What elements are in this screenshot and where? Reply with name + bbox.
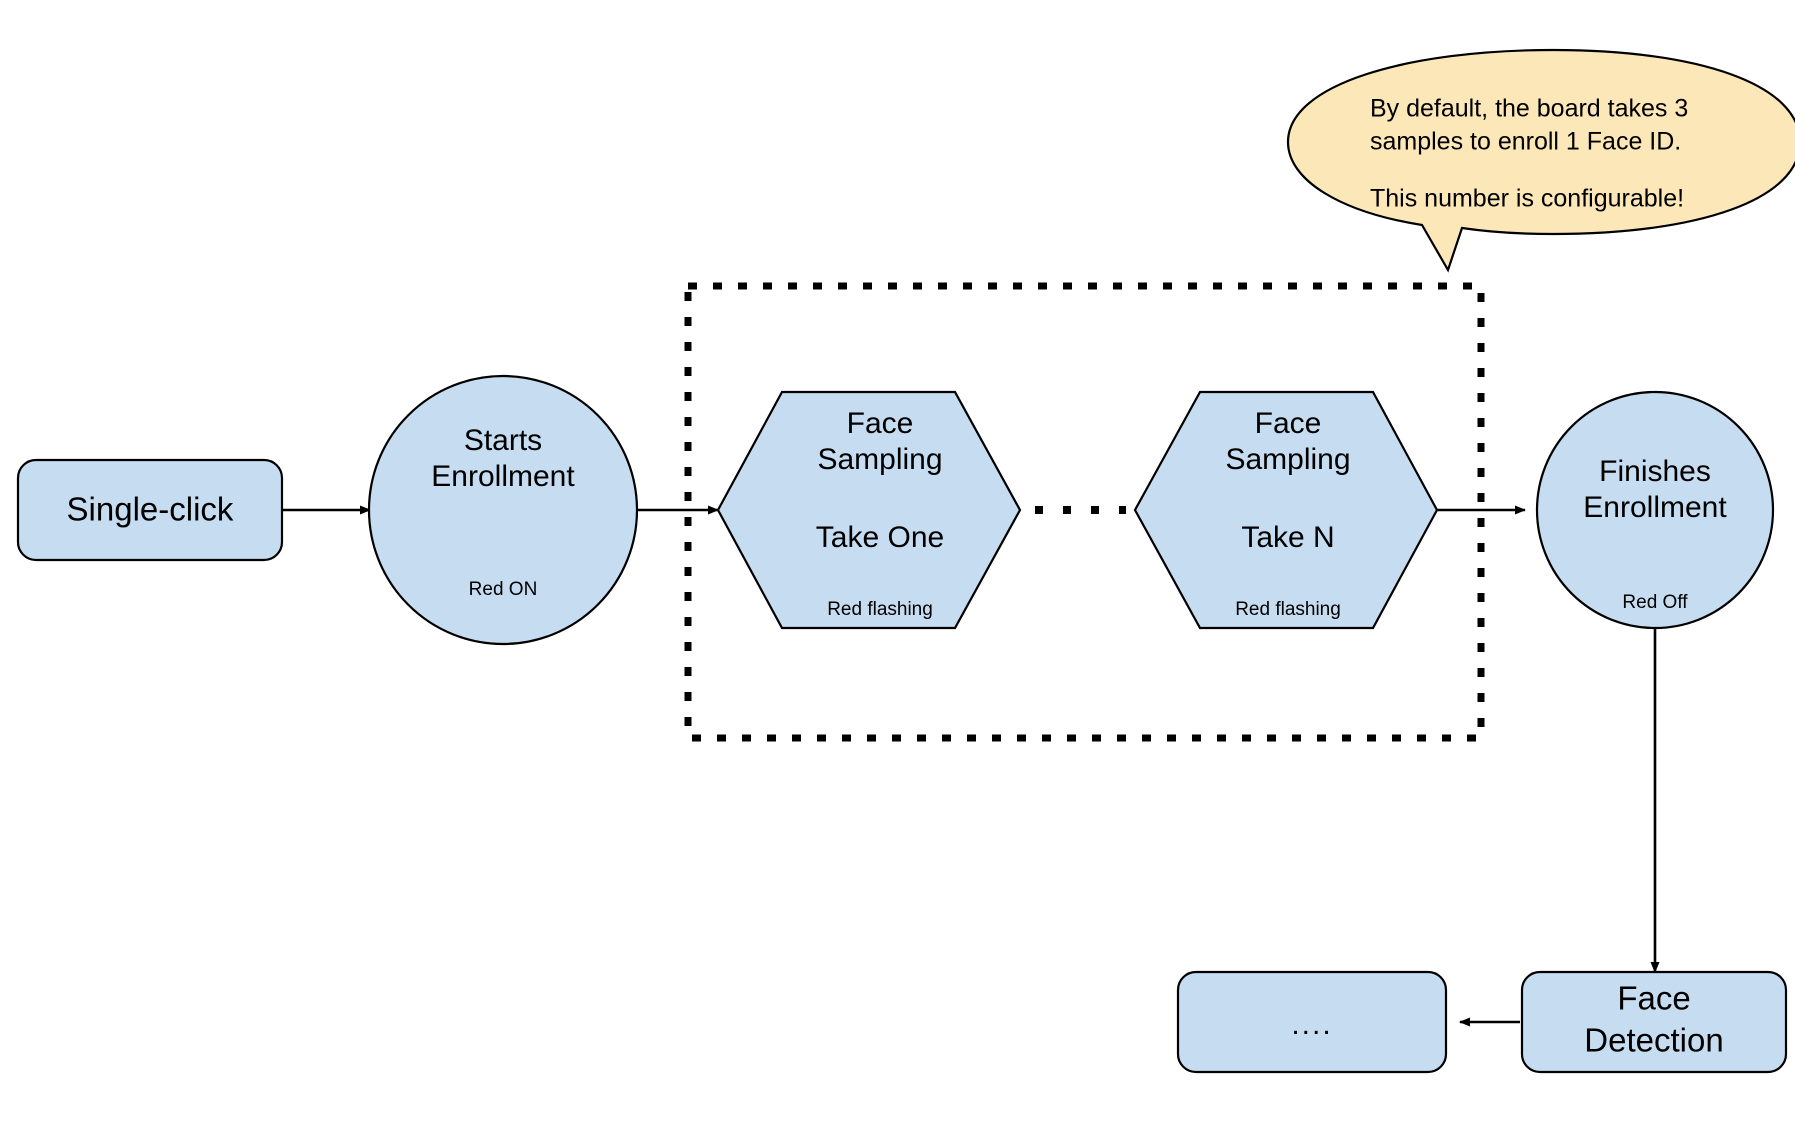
starts-enrollment-label-line1: Starts [464,424,542,457]
node-face-sampling-take-one[interactable]: Face Sampling Take One Red flashing [716,390,1022,630]
face-detection-label-line1: Face [1617,980,1690,1017]
single-click-shape [16,458,284,562]
callout-note: By default, the board takes 3 samples to… [1286,48,1795,273]
face-sampling-n-label-line1: Face [1255,407,1322,440]
finishes-enrollment-shape [1535,390,1775,630]
continuation-label: .... [1291,1008,1332,1041]
callout-line-2: samples to enroll 1 Face ID. [1370,128,1681,156]
single-click-label: Single-click [67,491,234,528]
face-sampling-n-take-label: Take N [1241,521,1334,554]
finishes-enrollment-label-line2: Enrollment [1583,491,1727,524]
face-sampling-one-status: Red flashing [827,599,933,620]
node-single-click[interactable]: Single-click [16,458,284,562]
face-sampling-one-take-label: Take One [816,521,944,554]
face-sampling-n-shape [1133,390,1439,630]
node-finishes-enrollment[interactable]: Finishes Enrollment Red Off [1535,390,1775,630]
callout-line-3: This number is configurable! [1370,185,1684,213]
face-sampling-n-label-line2: Sampling [1225,443,1350,476]
starts-enrollment-shape [367,374,639,646]
continuation-shape [1176,970,1448,1074]
face-sampling-one-label-line2: Sampling [817,443,942,476]
finishes-enrollment-label-line1: Finishes [1599,455,1711,488]
callout-bubble-shape [1286,48,1795,273]
face-sampling-n-status: Red flashing [1235,599,1341,620]
node-continuation[interactable]: .... [1176,970,1448,1074]
starts-enrollment-label-line2: Enrollment [431,460,575,493]
face-sampling-one-shape [716,390,1022,630]
face-sampling-one-label-line1: Face [847,407,914,440]
finishes-enrollment-status: Red Off [1622,592,1688,613]
node-face-sampling-take-n[interactable]: Face Sampling Take N Red flashing [1133,390,1439,630]
starts-enrollment-status: Red ON [469,579,538,600]
callout-line-1: By default, the board takes 3 [1370,95,1688,123]
face-detection-label-line2: Detection [1584,1022,1723,1059]
node-face-detection[interactable]: Face Detection [1520,970,1788,1074]
node-starts-enrollment[interactable]: Starts Enrollment Red ON [367,374,639,646]
face-detection-shape [1520,970,1788,1074]
